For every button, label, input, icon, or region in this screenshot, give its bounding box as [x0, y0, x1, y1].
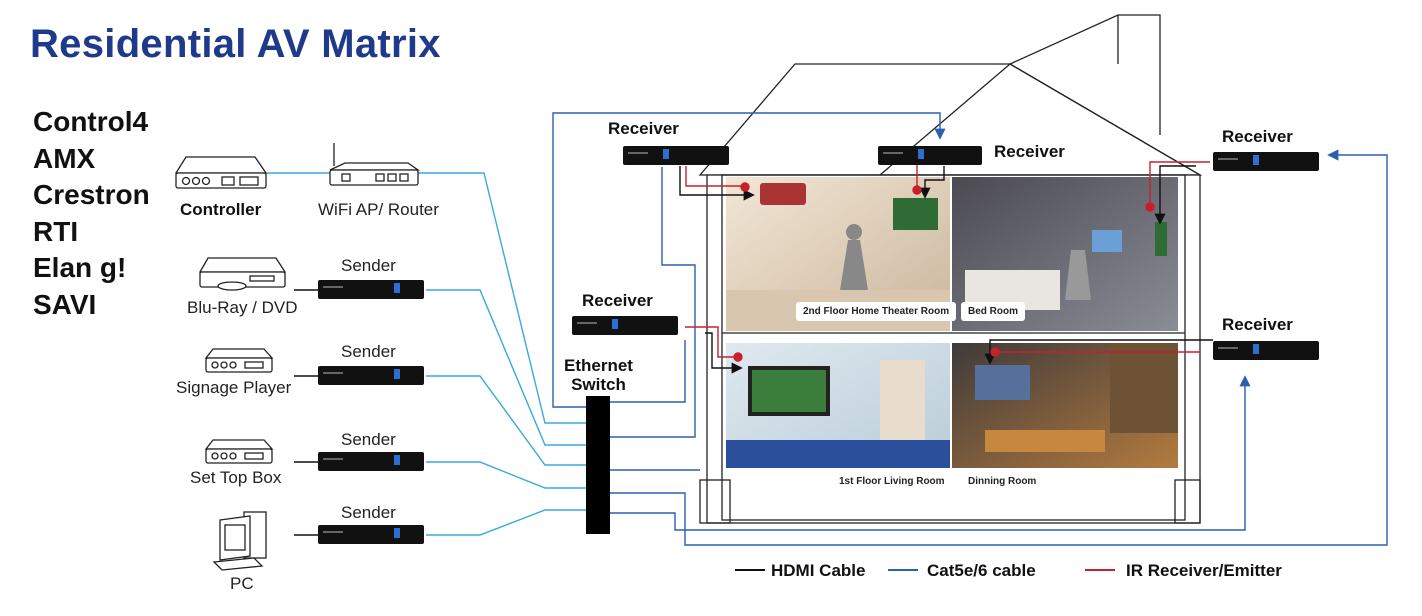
receiver-label: Receiver — [994, 142, 1065, 161]
room-label-dinning-room: Dinning Room — [961, 472, 1044, 491]
brand-item: Elan g! — [33, 252, 127, 283]
brand-item: SAVI — [33, 288, 97, 320]
legend-cat: Cat5e/6 cable — [927, 561, 1036, 580]
pc-icon — [212, 511, 267, 571]
controller-icon — [174, 156, 268, 189]
brand-list: Control4 AMX Crestron RTI Elan g! SAVI — [33, 104, 150, 323]
room-living-room-photo — [726, 343, 950, 468]
room-label-bed-room: Bed Room — [961, 302, 1025, 321]
brand-item: RTI — [33, 215, 79, 247]
ethernet-switch — [586, 396, 610, 534]
receiver-label: Receiver — [608, 119, 679, 138]
hdmi-cables — [294, 165, 1213, 536]
receiver-device — [878, 146, 982, 165]
room-label-home-theater: 2nd Floor Home Theater Room — [796, 302, 957, 321]
controller-label: Controller — [180, 200, 262, 219]
legend-hdmi: HDMI Cable — [771, 561, 866, 580]
ethernet-switch-label: Ethernet Switch — [564, 356, 633, 394]
receiver-device — [623, 146, 729, 165]
receiver-label: Receiver — [1222, 127, 1293, 146]
receiver-device — [1213, 152, 1319, 171]
page-title: Residential AV Matrix — [30, 22, 441, 66]
sender-device — [318, 280, 424, 299]
bluray-label: Blu-Ray / DVD — [187, 298, 298, 317]
brand-item: Crestron — [33, 179, 150, 210]
sender-label: Sender — [341, 503, 396, 522]
brand-item: AMX — [33, 142, 96, 174]
sender-label: Sender — [341, 342, 396, 361]
brand-item: Control4 — [33, 106, 149, 137]
cat-cables-blue — [552, 112, 1388, 546]
receiver-device — [572, 316, 678, 335]
room-dinning-room-photo — [952, 343, 1178, 468]
set-top-box-label: Set Top Box — [190, 468, 282, 487]
router-icon — [329, 143, 421, 186]
receiver-label: Receiver — [1222, 315, 1293, 334]
legend-ir: IR Receiver/Emitter — [1126, 561, 1282, 580]
set-top-box-icon — [204, 439, 274, 464]
bluray-icon — [198, 257, 287, 291]
signage-player-icon — [204, 348, 274, 373]
receiver-label: Receiver — [582, 291, 653, 310]
sender-label: Sender — [341, 256, 396, 275]
sender-label: Sender — [341, 430, 396, 449]
pc-label: PC — [230, 574, 254, 593]
router-label: WiFi AP/ Router — [318, 200, 439, 219]
sender-device — [318, 525, 424, 544]
signage-player-label: Signage Player — [176, 378, 292, 397]
cat-cables-cyan — [265, 172, 590, 536]
receiver-device — [1213, 341, 1319, 360]
sender-device — [318, 366, 424, 385]
sender-device — [318, 452, 424, 471]
room-label-living-room: 1st Floor Living Room — [832, 472, 952, 491]
